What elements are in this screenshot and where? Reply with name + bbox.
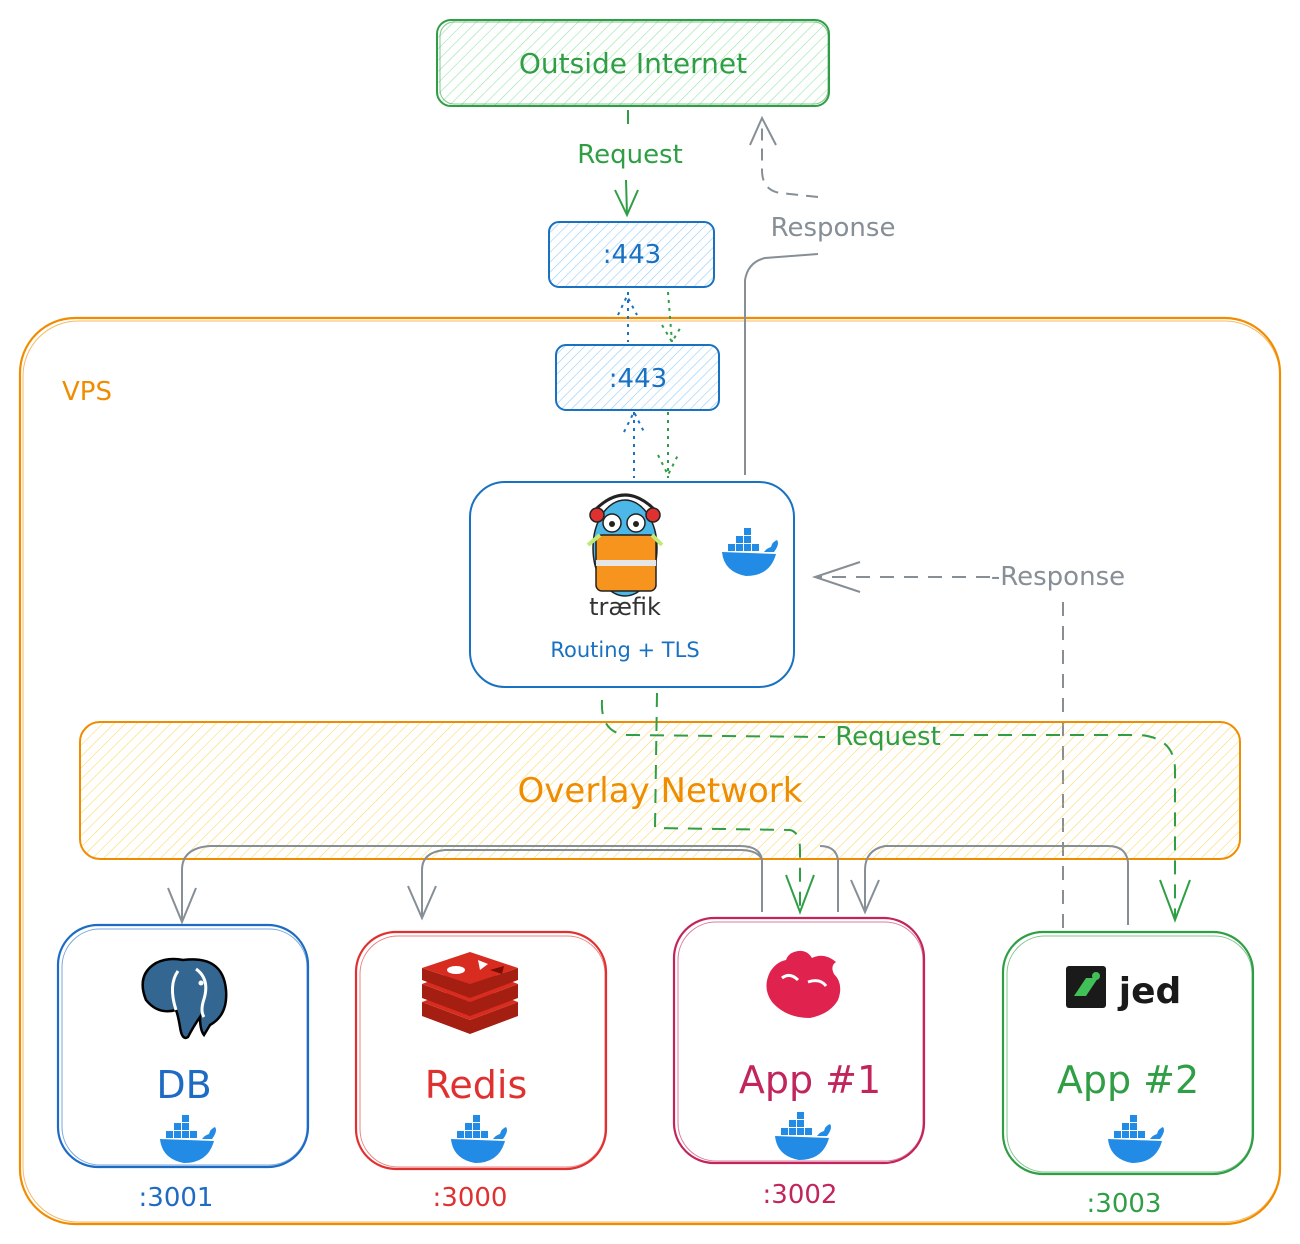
traefik-logo-text: træfik (589, 593, 661, 621)
overlay-network (79, 721, 1241, 860)
overlay-network-label: Overlay Network (518, 771, 803, 811)
response-arrowhead-right (811, 561, 861, 593)
container-port-node (555, 344, 720, 411)
app2-label: App #2 (1057, 1058, 1199, 1102)
docker-icon (451, 1115, 507, 1163)
jed-logo-icon (1066, 966, 1106, 1008)
host-port-label: :443 (603, 240, 661, 270)
host-port-node (548, 221, 715, 288)
app1-label: App #1 (739, 1058, 881, 1102)
docker-icon (160, 1115, 216, 1163)
outside-internet-label: Outside Internet (519, 47, 747, 80)
redis-stack-icon (422, 952, 518, 1034)
redis-label: Redis (425, 1063, 528, 1107)
db-port: :3001 (139, 1183, 214, 1213)
app1-node (672, 916, 926, 1165)
docker-icon (1108, 1115, 1164, 1163)
request-label-overlay: Request (835, 722, 941, 752)
postgresql-elephant-icon (141, 957, 228, 1040)
port-mapping-connectors (617, 291, 683, 478)
app2-logo-text: jed (1117, 971, 1182, 1012)
app-dependency-connectors (167, 845, 1129, 925)
traefik-gopher-icon (586, 493, 664, 597)
db-node (56, 923, 310, 1169)
request-arrow-app1 (653, 692, 815, 915)
vps-boundary (18, 316, 1282, 1226)
traefik-caption: Routing + TLS (550, 638, 699, 662)
outside-internet-node (436, 19, 830, 107)
response-label-top: Response (771, 213, 896, 243)
request-arrow-top (614, 110, 639, 218)
redis-port: :3000 (433, 1183, 508, 1213)
response-label-right: -Response (991, 562, 1125, 592)
app1-port: :3002 (763, 1180, 838, 1210)
db-label: DB (156, 1063, 211, 1107)
vps-label: VPS (62, 377, 112, 407)
app2-node (1001, 930, 1255, 1176)
container-port-label: :443 (609, 364, 667, 394)
response-arrow-top (744, 115, 819, 475)
request-arrow-app2 (600, 699, 1191, 923)
response-arrow-right (815, 576, 1064, 928)
app2-port: :3003 (1087, 1189, 1162, 1219)
nestjs-cat-icon (766, 950, 841, 1018)
request-label-top: Request (577, 140, 683, 170)
redis-node (354, 930, 608, 1171)
docker-icon (775, 1112, 831, 1160)
docker-icon (722, 528, 778, 576)
